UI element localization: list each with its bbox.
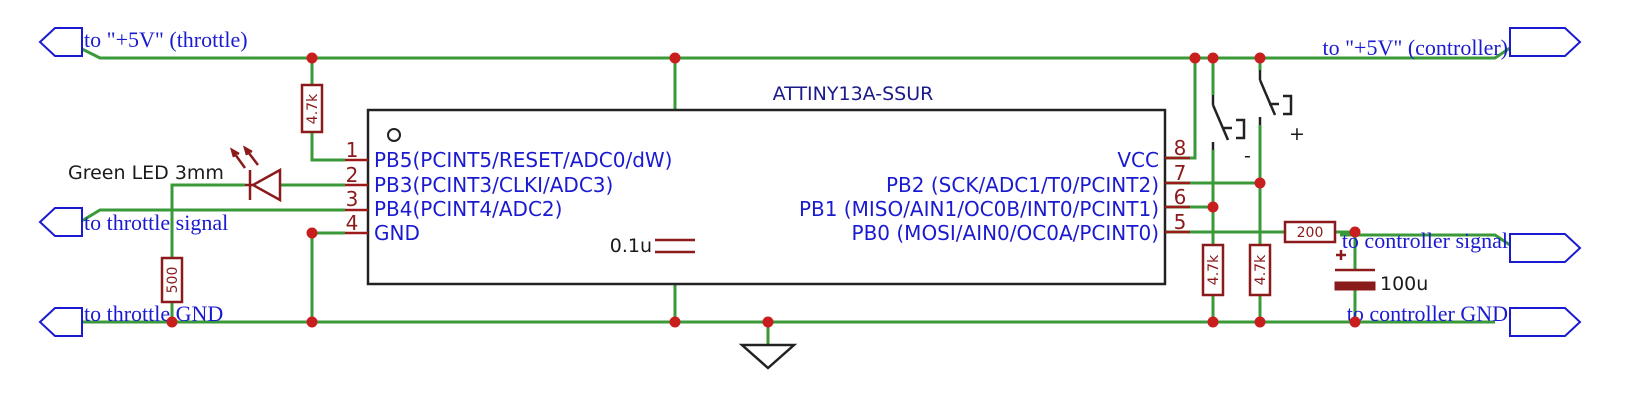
pin-name-3: PB4(PCINT4/ADC2)	[374, 197, 562, 221]
port-throttle-gnd: to throttle GND	[38, 301, 223, 337]
resistor-sw2: 4.7k	[1248, 243, 1272, 297]
resistor-series: 200	[1283, 220, 1337, 244]
pin-name-1: PB5(PCINT5/RESET/ADC0/dW)	[374, 148, 672, 172]
pin-num-2: 2	[346, 163, 359, 187]
resistor-r1-value: 4.7k	[305, 93, 321, 124]
chip-title: ATTINY13A-SSUR	[773, 83, 934, 105]
port-throttle-signal-label: to throttle signal	[84, 210, 228, 235]
pin-name-8: VCC	[1117, 148, 1159, 172]
led-diode-icon	[229, 145, 282, 203]
junction-dot	[1207, 52, 1219, 64]
port-5v-controller: to "+5V" (controller)	[1322, 27, 1582, 60]
wire-r1-bottom	[310, 132, 345, 162]
port-5v-controller-label: to "+5V" (controller)	[1322, 35, 1508, 60]
capacitor-bulk: 100u	[1334, 250, 1428, 295]
resistor-r500: 500	[160, 256, 184, 304]
port-throttle-signal: to throttle signal	[38, 207, 228, 237]
pin-name-4: GND	[374, 221, 420, 245]
wire-led-cathode	[170, 183, 245, 258]
port-controller-signal: to controller signal	[1342, 228, 1582, 263]
switch-icon	[1211, 95, 1246, 150]
resistor-r1: 4.7k	[300, 83, 324, 134]
port-5v-throttle: to "+5V" (throttle)	[38, 27, 248, 57]
port-controller-gnd-label: to controller GND	[1347, 301, 1508, 326]
switch-2-icon	[1258, 70, 1293, 125]
pin-num-7: 7	[1174, 161, 1187, 185]
resistor-sw2-value: 4.7k	[1253, 254, 1269, 285]
wire-controller-signal	[1340, 233, 1511, 247]
junction-dot	[306, 316, 318, 328]
pin-name-7: PB2 (SCK/ADC1/T0/PCINT2)	[886, 173, 1159, 197]
pin-num-3: 3	[346, 187, 359, 211]
junction-dot	[669, 52, 681, 64]
capacitor-bulk-value: 100u	[1380, 273, 1428, 295]
junction-dot	[1254, 52, 1266, 64]
capacitor-decoupling: 0.1u	[610, 235, 695, 257]
junction-dot	[1254, 177, 1266, 189]
right-pin-stubs	[1165, 156, 1190, 234]
port-5v-throttle-label: to "+5V" (throttle)	[84, 27, 248, 52]
wire-throttle-signal	[79, 208, 345, 224]
wire-5v-rail	[79, 46, 1511, 60]
pin-num-8: 8	[1174, 136, 1187, 160]
pin-num-6: 6	[1174, 185, 1187, 209]
pin-num-5: 5	[1174, 210, 1187, 234]
junction-dot	[1189, 52, 1201, 64]
junction-dot	[306, 227, 318, 239]
left-pin-stubs	[345, 158, 368, 235]
junction-dot	[1349, 226, 1361, 238]
resistor-sw1: 4.7k	[1201, 243, 1225, 297]
ground-symbol-icon	[738, 343, 798, 370]
junction-dot	[166, 316, 178, 328]
pin-name-6: PB1 (MISO/AIN1/OC0B/INT0/PCINT1)	[799, 197, 1159, 221]
pin-name-5: PB0 (MOSI/AIN0/OC0A/PCINT0)	[852, 221, 1159, 245]
port-controller-gnd: to controller GND	[1347, 301, 1582, 337]
chip-body	[366, 108, 1167, 286]
resistor-r500-value: 500	[165, 267, 181, 294]
junction-dot	[1349, 316, 1361, 328]
junction-dot	[1207, 316, 1219, 328]
pin1-dot-icon	[387, 128, 401, 142]
switch-minus-label: -	[1244, 145, 1251, 167]
junction-dot	[669, 316, 681, 328]
junction-dot	[1254, 316, 1266, 328]
capacitor-decoupling-value: 0.1u	[610, 235, 652, 257]
junction-dot	[306, 52, 318, 64]
pin-num-4: 4	[346, 211, 359, 235]
port-controller-signal-label: to controller signal	[1342, 228, 1508, 253]
junction-dot	[762, 316, 774, 328]
led-label: Green LED 3mm	[68, 162, 224, 184]
attiny13a-chip: ATTINY13A-SSUR 1 2 3 4 PB5(PCINT5/RESET/…	[345, 83, 1190, 286]
pin-name-2: PB3(PCINT3/CLKI/ADC3)	[374, 173, 613, 197]
switch-plus-label: +	[1289, 123, 1305, 145]
junction-dot	[1207, 201, 1219, 213]
port-throttle-gnd-label: to throttle GND	[84, 301, 223, 326]
junctions	[166, 52, 1361, 328]
pin-num-1: 1	[346, 138, 359, 162]
resistor-series-value: 200	[1297, 225, 1324, 241]
resistor-sw1-value: 4.7k	[1206, 254, 1222, 285]
